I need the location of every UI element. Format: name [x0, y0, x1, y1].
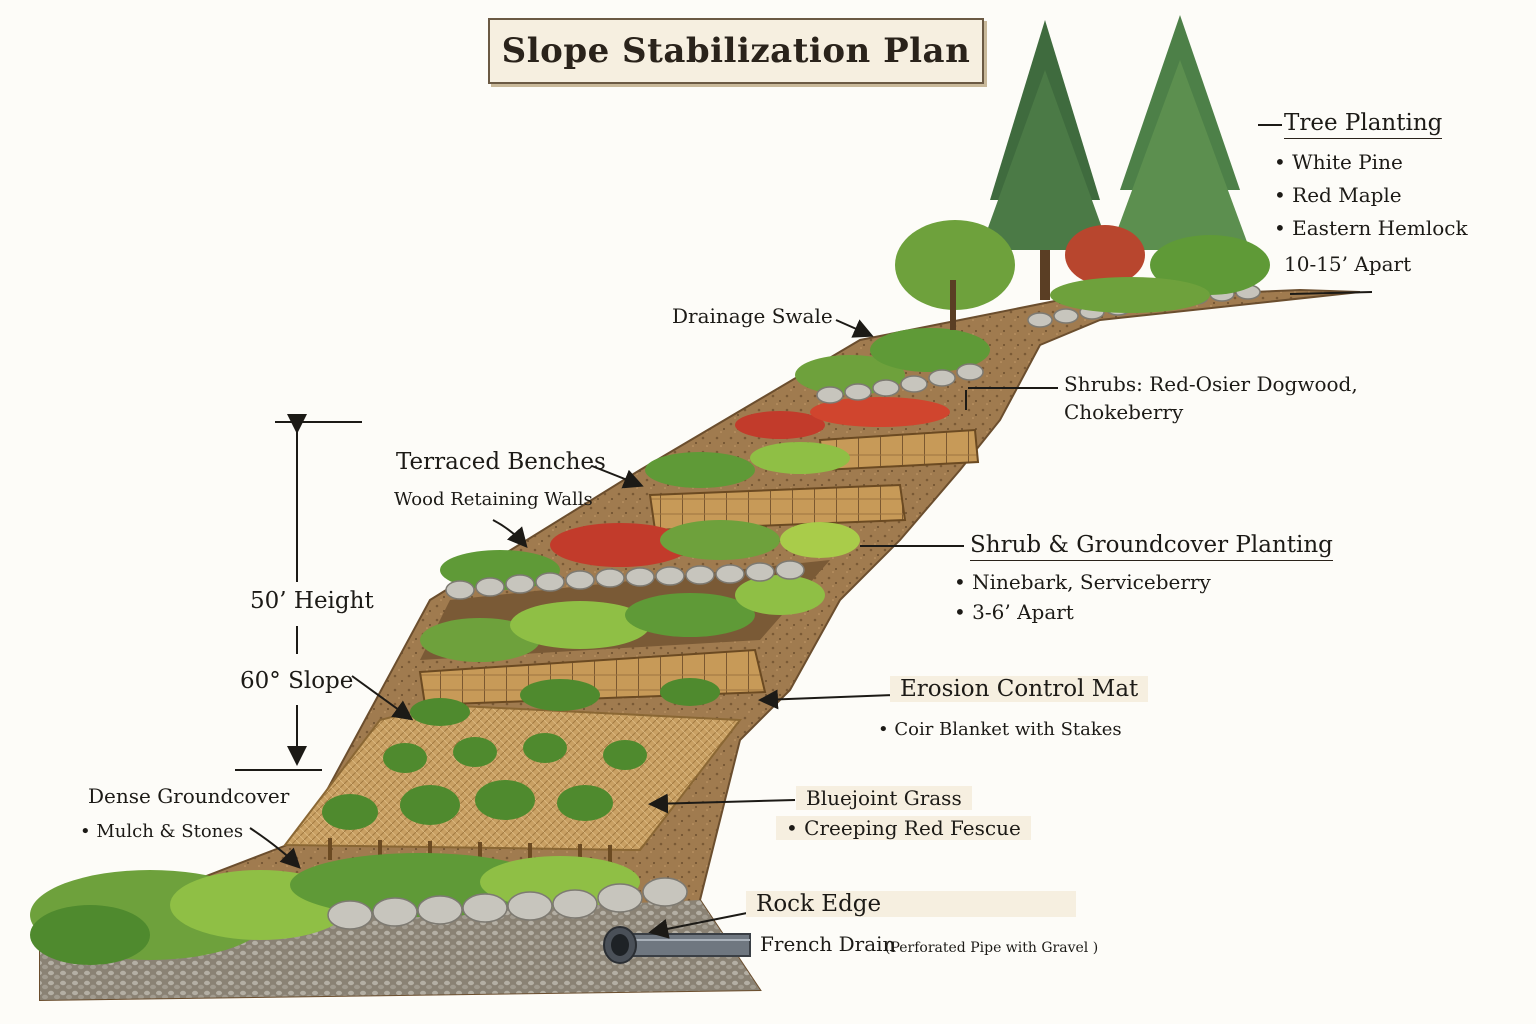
wood-wall-mid — [648, 483, 907, 532]
tree-group — [895, 15, 1270, 330]
page-title: Slope Stabilization Plan — [501, 31, 971, 71]
height-measurement: 50’ Height — [250, 588, 374, 614]
shrub-groundcover-heading: Shrub & Groundcover Planting — [970, 532, 1333, 561]
shrub-groundcover-item2: • 3-6’ Apart — [954, 600, 1074, 624]
rock-edge-label: Rock Edge — [746, 891, 1076, 917]
grass-line1: Bluejoint Grass — [796, 786, 972, 810]
terraced-benches-sub: Wood Retaining Walls — [394, 489, 593, 510]
leader-lines — [249, 124, 1373, 939]
dense-groundcover-sub: • Mulch & Stones — [80, 821, 244, 842]
stone-rows — [327, 284, 1261, 930]
slope-measurement: 60° Slope — [240, 668, 354, 694]
tree-spacing: 10-15’ Apart — [1284, 252, 1412, 276]
tree-item-eastern-hemlock: • Eastern Hemlock — [1274, 216, 1468, 240]
shrubs-label-line2: Chokeberry — [1064, 400, 1184, 424]
tree-planting-heading: Tree Planting — [1284, 110, 1443, 139]
shrub-groundcover-item1: • Ninebark, Serviceberry — [954, 570, 1211, 594]
erosion-mat-heading: Erosion Control Mat — [890, 676, 1149, 702]
erosion-mat-sub: • Coir Blanket with Stakes — [878, 719, 1122, 740]
tree-item-white-pine: • White Pine — [1274, 150, 1403, 174]
grass-line2: • Creeping Red Fescue — [776, 816, 1031, 840]
height-dimension — [235, 414, 362, 771]
shrubs-label-line1: Shrubs: Red-Osier Dogwood, — [1064, 372, 1358, 396]
terraced-benches-heading: Terraced Benches — [396, 449, 606, 475]
title-plate: Slope Stabilization Plan — [488, 18, 984, 84]
dense-groundcover-heading: Dense Groundcover — [88, 784, 290, 808]
french-drain-note: (Perforated Pipe with Gravel ) — [885, 940, 1099, 956]
french-drain-pipe — [603, 926, 751, 964]
mat-grass-tufts — [322, 678, 720, 830]
groundcover-foliage — [30, 853, 640, 965]
tree-item-red-maple: • Red Maple — [1274, 183, 1402, 207]
drainage-swale-label: Drainage Swale — [672, 304, 833, 328]
french-drain-label: French Drain — [760, 932, 896, 956]
